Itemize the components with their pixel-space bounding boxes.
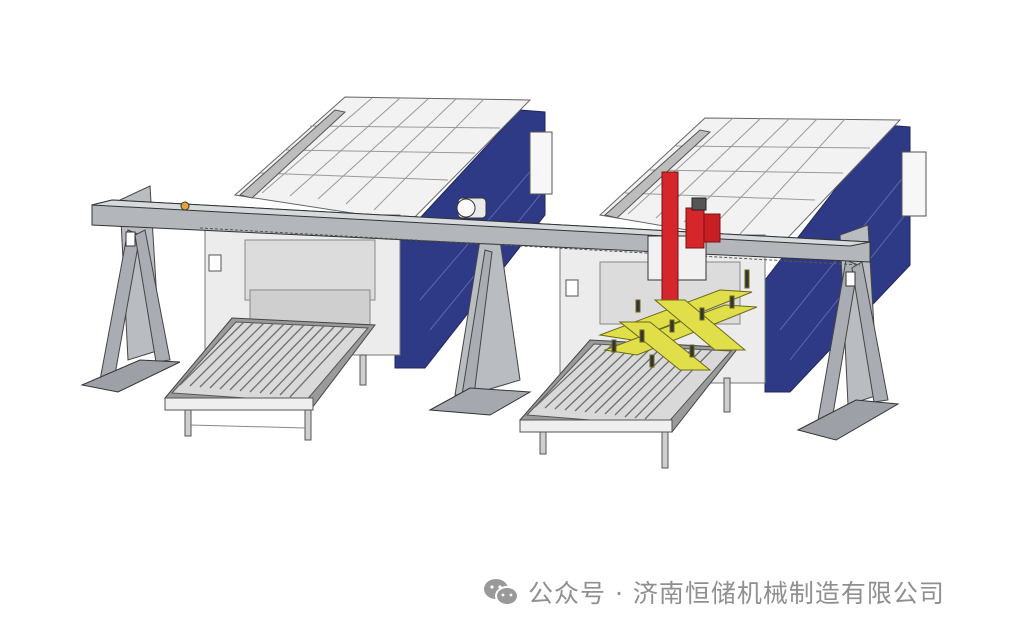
gantry-right-leg xyxy=(796,224,900,441)
left-machine-control-cabinet xyxy=(529,131,553,195)
gantry-left-leg xyxy=(80,185,181,393)
right-exchange-pallet xyxy=(518,339,739,469)
loading-manipulator xyxy=(598,171,758,371)
gantry-middle-leg xyxy=(428,239,532,416)
right-machine-control-cabinet xyxy=(901,151,927,217)
left-cutting-machine xyxy=(204,96,553,369)
manipulator-suction-rack xyxy=(598,269,758,371)
watermark: 公众号 · 济南恒储机械制造有限公司 xyxy=(482,574,945,610)
manipulator-red-column xyxy=(661,171,721,303)
left-exchange-pallet xyxy=(163,317,376,441)
left-machine-motor xyxy=(456,197,487,219)
wechat-icon xyxy=(484,579,519,606)
watermark-text: 公众号 · 济南恒储机械制造有限公司 xyxy=(528,579,945,608)
